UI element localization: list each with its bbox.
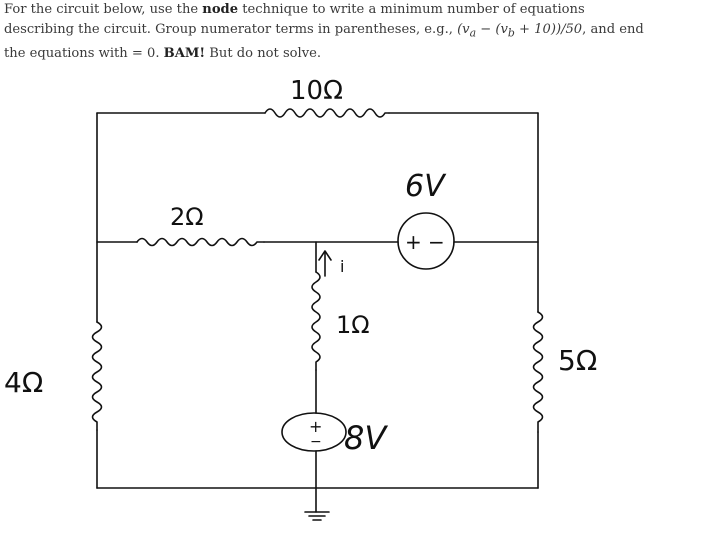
ground-icon <box>304 511 330 521</box>
label-6v: 6V <box>405 169 447 204</box>
example-part-1: (v <box>457 22 470 37</box>
node-keyword: node <box>202 2 239 17</box>
problem-statement: For the circuit below, use the node tech… <box>4 0 644 64</box>
problem-text-2: technique to write a minimum number of e… <box>4 2 585 37</box>
problem-text-4: But do not solve. <box>205 45 322 61</box>
label-2ohm: 2Ω <box>170 203 204 231</box>
voltage-source-8v <box>281 412 347 452</box>
resistor-1ohm <box>311 271 321 371</box>
label-8v: 8V <box>344 419 388 457</box>
label-current: i <box>340 257 344 276</box>
label-6v-minus: − <box>428 230 445 254</box>
label-1ohm: 1Ω <box>336 311 370 339</box>
voltage-source-6v <box>397 212 455 270</box>
resistor-5ohm <box>532 311 544 433</box>
resistor-10ohm <box>264 108 390 118</box>
label-8v-plus: + <box>309 417 322 436</box>
current-arrow-icon <box>318 250 332 277</box>
label-5ohm: 5Ω <box>558 344 597 377</box>
example-sub-b: b <box>507 26 515 40</box>
label-6v-plus: + <box>405 230 422 254</box>
example-sub-a: a <box>469 26 477 40</box>
example-expression: (va − (vb + 10))/50 <box>457 22 583 40</box>
label-4ohm: 4Ω <box>4 366 43 399</box>
problem-text-1: For the circuit below, use the <box>4 2 203 17</box>
problem-text-3: , and end the equations with = 0. <box>4 22 644 61</box>
label-10ohm: 10Ω <box>290 76 343 106</box>
label-8v-minus: − <box>310 434 322 450</box>
example-part-2: − (v <box>476 22 508 37</box>
example-part-3: + 10))/50 <box>514 22 583 37</box>
resistor-4ohm <box>91 321 103 431</box>
bam-text: BAM! <box>163 45 206 61</box>
resistor-2ohm <box>136 237 265 247</box>
